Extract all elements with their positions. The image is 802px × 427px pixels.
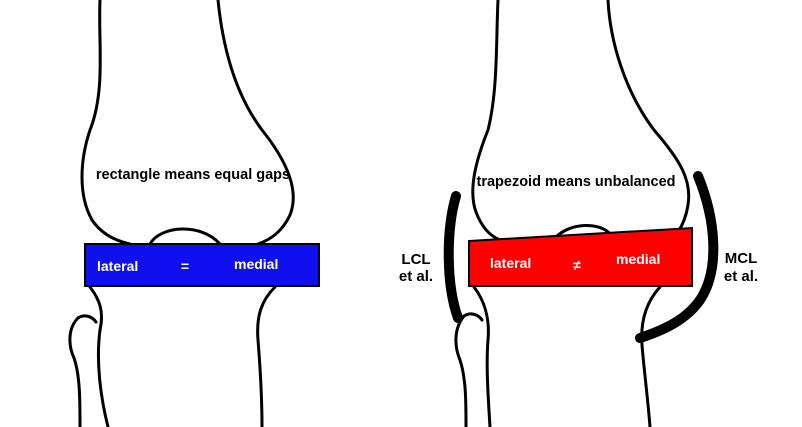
right-lateral-label: lateral [490, 255, 531, 271]
right-knee-drawing [454, 0, 691, 427]
mcl-label: MCL [725, 250, 758, 267]
right-fibula-outline [454, 312, 484, 427]
lcl-label: LCL [401, 251, 430, 268]
left-femur-outline-right [216, 0, 295, 246]
left-fibula-outline [68, 314, 98, 427]
left-medial-label: medial [234, 256, 278, 272]
mcl-label-etal: et al. [724, 268, 758, 285]
right-femur-outline-right [606, 0, 691, 234]
right-medial-label: medial [616, 251, 660, 267]
left-equals-sign: = [181, 258, 189, 274]
left-lateral-label: lateral [97, 258, 138, 274]
left-tibia-outline-left [88, 285, 110, 427]
left-femur-outline [80, 0, 132, 246]
right-tibia-outline-right [640, 285, 662, 427]
right-femur-outline [471, 0, 502, 242]
rectangle-gap-box [84, 243, 320, 287]
lcl-ligament-band [443, 191, 463, 323]
lcl-label-etal: et al. [399, 268, 433, 285]
mcl-ligament-band [635, 171, 719, 343]
left-tibia-outline-right [256, 285, 277, 427]
right-not-equal-sign: ≠ [573, 257, 581, 273]
left-knee-drawing [68, 0, 295, 427]
left-femur-condyle-notch [148, 227, 222, 246]
right-tibia-outline-left [472, 285, 492, 427]
right-caption: trapezoid means unbalanced [476, 174, 675, 190]
left-caption: rectangle means equal gaps [96, 167, 290, 183]
right-femur-condyle-notch [553, 223, 612, 240]
trapezoid-gap-box [468, 226, 693, 287]
